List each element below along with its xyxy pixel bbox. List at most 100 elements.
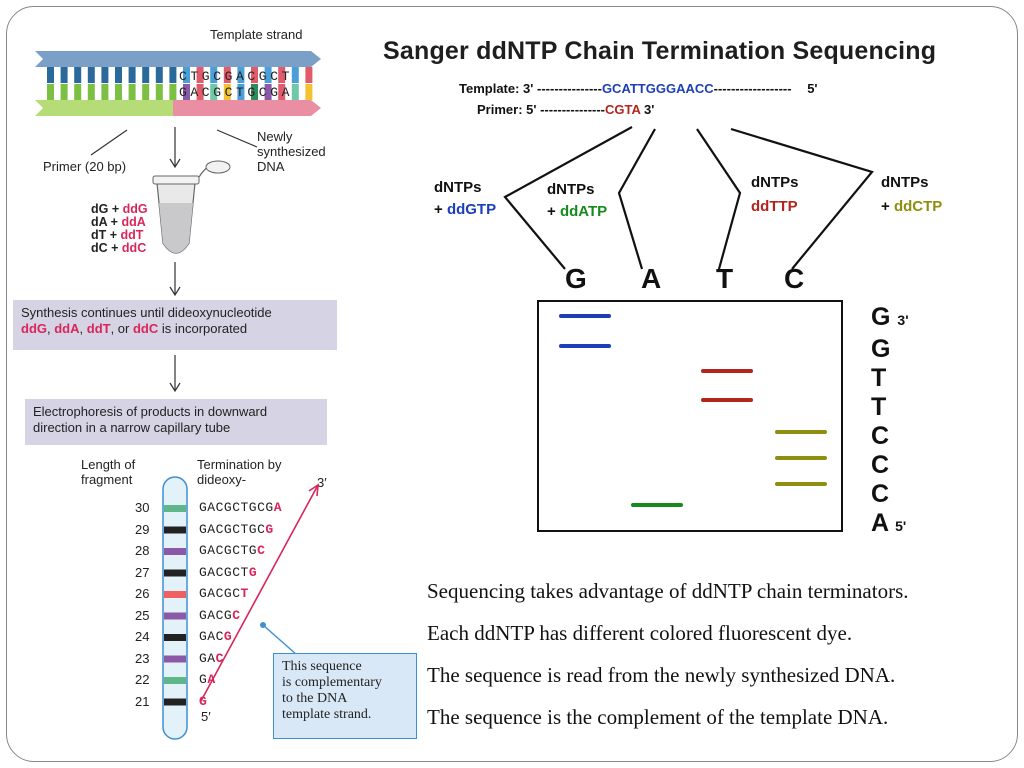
capillary-band (164, 548, 186, 555)
capillary-band (164, 591, 186, 598)
fragment-length: 24 (135, 629, 150, 644)
connector-c (730, 127, 874, 270)
connector-g (503, 126, 633, 270)
readout-base: T (871, 393, 887, 421)
termination-header: Termination by dideoxy- (197, 457, 282, 487)
fragment-length: 27 (135, 564, 150, 580)
template-base-tick (305, 67, 313, 83)
gel-band-g (559, 314, 611, 318)
readout-base: T (871, 364, 887, 392)
new-base-tick (291, 84, 299, 100)
fragment-sequence: GACGCTGC (199, 543, 266, 558)
capillary-tube (162, 476, 188, 740)
callout-pointer (262, 624, 298, 656)
capillary-band (164, 612, 186, 620)
reaction-g-plus: + (434, 201, 447, 218)
fragment-sequence: G (199, 693, 208, 709)
fragment-sequence: GA (199, 672, 216, 687)
template-base-tick (155, 67, 163, 83)
readout-3prime: 3' (897, 312, 909, 328)
primer-line: Primer: 5' ---------------CGTA 3' (477, 102, 654, 117)
note-4: The sequence is the complement of the te… (427, 705, 889, 729)
reaction-c-plus: + (881, 198, 894, 215)
gel-band-g (559, 344, 611, 348)
template-base-tick (183, 67, 190, 83)
readout-base: A 5' (871, 509, 907, 537)
fragment-length: 23 (135, 650, 150, 666)
end-3prime: 3′ (317, 475, 327, 490)
primer-sequence: CGTA (605, 102, 641, 117)
new-sequence-left: GACGCTGCGA (179, 85, 294, 100)
template-base-tick (196, 67, 204, 83)
readout-base: G (871, 335, 891, 363)
mix-c: dC + ddC (91, 241, 147, 255)
fragment-length: 29 (135, 521, 150, 537)
template-label: Template: 3' (459, 81, 534, 96)
sequence-readout: G 3' G T T C C C A 5' (871, 303, 909, 541)
capillary-band (164, 655, 186, 663)
gel-band-t (701, 369, 753, 373)
capillary-band (164, 526, 186, 534)
reaction-c-ddntp: ddCTP (893, 198, 943, 215)
fragment-sequence: GACGCTGCG (199, 521, 274, 537)
dna-duplex-diagram (35, 51, 321, 297)
new-base-tick (101, 84, 109, 100)
readout-base: C (871, 480, 890, 508)
newly-synth-label: Newly synthesized DNA (257, 129, 326, 174)
new-base-tick (169, 84, 177, 100)
lane-label-a: A (641, 263, 662, 294)
note-2: Each ddNTP has different colored fluores… (427, 621, 853, 645)
template-base-tick (210, 67, 218, 83)
reaction-a: dNTPs + ddATP (547, 179, 607, 223)
new-base-tick (115, 84, 122, 100)
electrophoresis-box: Electrophoresis of products in downward … (25, 399, 327, 445)
template-dashes-left: --------------- (537, 81, 602, 96)
primer-label: Primer (20 bp) (43, 159, 127, 174)
arrow-1-head (169, 158, 181, 169)
new-base-tick (237, 84, 245, 100)
sequence-arrow (200, 484, 319, 702)
reaction-t-ddntp: ddTTP (751, 198, 798, 215)
gel-band-a (631, 503, 683, 507)
fragment-length: 28 (135, 543, 150, 558)
capillary-band (164, 569, 186, 577)
nucleotide-mix: dG + ddG dA + ddA dT + ddT dC + ddC (91, 203, 148, 255)
reaction-a-dntps: dNTPs (547, 181, 595, 198)
template-line: Template: 3' ---------------GCATTGGGAACC… (459, 81, 818, 96)
note-3: The sequence is read from the newly synt… (427, 663, 896, 687)
electro-line1: Electrophoresis of products in downward (33, 404, 268, 419)
readout-5prime: 5' (895, 518, 907, 534)
primer-end: 3' (644, 102, 655, 117)
synthesis-box: Synthesis continues until dideoxynucleot… (13, 300, 337, 350)
fragment-sequence: GACGCTG (199, 564, 258, 580)
new-base-tick (223, 84, 231, 100)
template-dashes-right: ------------------ (713, 81, 792, 96)
gel-band-t (701, 398, 753, 402)
fragment-length: 21 (135, 693, 150, 709)
newly-pointer (216, 129, 258, 148)
template-base-tick (101, 67, 109, 83)
gel-band-c (775, 456, 827, 460)
lane-label-c: C (784, 263, 805, 294)
primer-label: Primer: 5' (477, 102, 537, 117)
template-base-tick (291, 67, 299, 83)
new-base-tick (47, 84, 54, 100)
fragment-sequence: GAC (199, 650, 224, 666)
template-base-tick (87, 67, 95, 83)
arrow-3 (169, 355, 181, 393)
reaction-connectors (503, 126, 874, 270)
new-base-tick (305, 84, 313, 100)
primer-dashes: --------------- (540, 102, 606, 117)
new-base-tick (155, 84, 163, 100)
mix-g: dG + ddG (91, 202, 148, 216)
new-base-tick (196, 84, 204, 100)
template-sequence-left: CTGCGACGCT (179, 69, 294, 84)
readout-base: G 3' (871, 303, 909, 331)
slide-title: Sanger ddNTP Chain Termination Sequencin… (383, 37, 937, 65)
gel-band-c (775, 430, 827, 434)
sequence-arrow-head (308, 483, 319, 497)
primer-backbone (35, 100, 173, 116)
template-base-tick (142, 67, 150, 83)
synthesis-line1: Synthesis continues until dideoxynucleot… (21, 305, 272, 320)
template-base-tick (115, 67, 122, 83)
